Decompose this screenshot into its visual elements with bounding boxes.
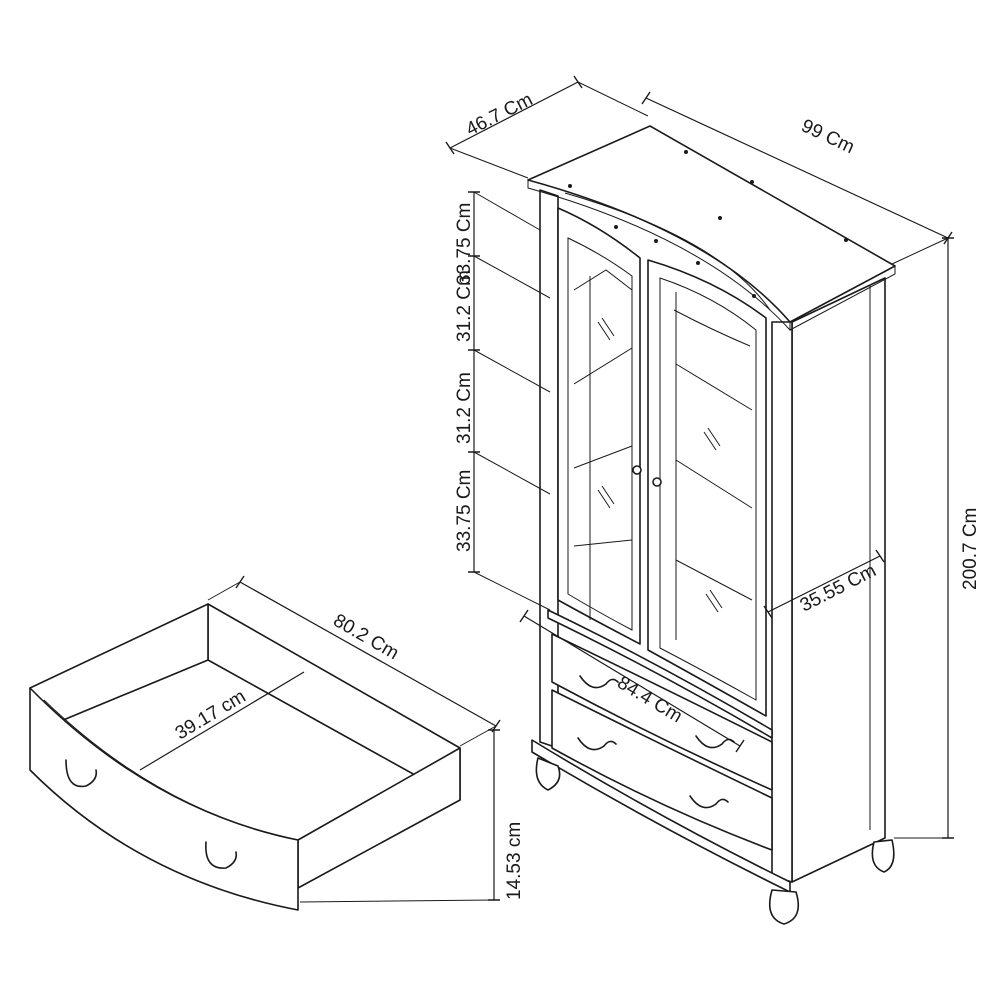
dim-interior-depth bbox=[763, 549, 885, 619]
drawer-handle[interactable] bbox=[205, 841, 238, 869]
right-door-knob[interactable] bbox=[652, 477, 662, 487]
display-cabinet bbox=[527, 125, 896, 925]
label-shelf-gap-top: 33.75 Cm bbox=[454, 203, 475, 285]
dim-cabinet-height bbox=[891, 237, 954, 839]
dim-drawer-front-width bbox=[519, 609, 745, 753]
label-cabinet-height: 200.7 Cm bbox=[960, 508, 981, 590]
label-shelf-gap-2: 31.2 Cm bbox=[454, 270, 475, 342]
cabinet-right-pilaster bbox=[771, 321, 793, 883]
label-shelf-gap-bottom: 33.75 Cm bbox=[454, 470, 475, 552]
left-glass-door[interactable] bbox=[557, 207, 641, 645]
label-drawer-height: 14.53 cm bbox=[504, 822, 525, 900]
cabinet-foot bbox=[768, 889, 800, 925]
cabinet-foot bbox=[871, 839, 895, 873]
dim-drawer-height bbox=[299, 729, 500, 903]
cabinet-mid-rail bbox=[547, 609, 773, 739]
open-drawer bbox=[29, 603, 461, 911]
drawer-left-side bbox=[29, 603, 209, 729]
drawer-handle[interactable] bbox=[65, 759, 98, 788]
drawer-right-side bbox=[297, 747, 461, 889]
label-cabinet-width: 99 Cm bbox=[798, 115, 858, 158]
cabinet-lower-drawer[interactable] bbox=[551, 689, 773, 851]
cabinet-top bbox=[527, 125, 896, 323]
label-drawer-length: 80.2 Cm bbox=[330, 610, 403, 664]
right-glass-door[interactable] bbox=[647, 259, 767, 717]
cabinet-upper-drawer[interactable] bbox=[551, 633, 773, 791]
label-drawer-inner-depth: 39.17 cm bbox=[172, 686, 250, 744]
drawer-front-panel bbox=[29, 687, 299, 911]
cabinet-foot bbox=[535, 757, 561, 791]
dim-shelf-spacing bbox=[468, 191, 551, 611]
label-shelf-gap-3: 31.2 Cm bbox=[454, 372, 475, 444]
label-cabinet-depth: 46.7 Cm bbox=[463, 89, 537, 140]
dim-cabinet-depth bbox=[445, 75, 649, 179]
left-door-knob[interactable] bbox=[632, 465, 642, 475]
top-screw-dots bbox=[568, 150, 848, 298]
dim-drawer-inner-depth bbox=[139, 671, 305, 771]
